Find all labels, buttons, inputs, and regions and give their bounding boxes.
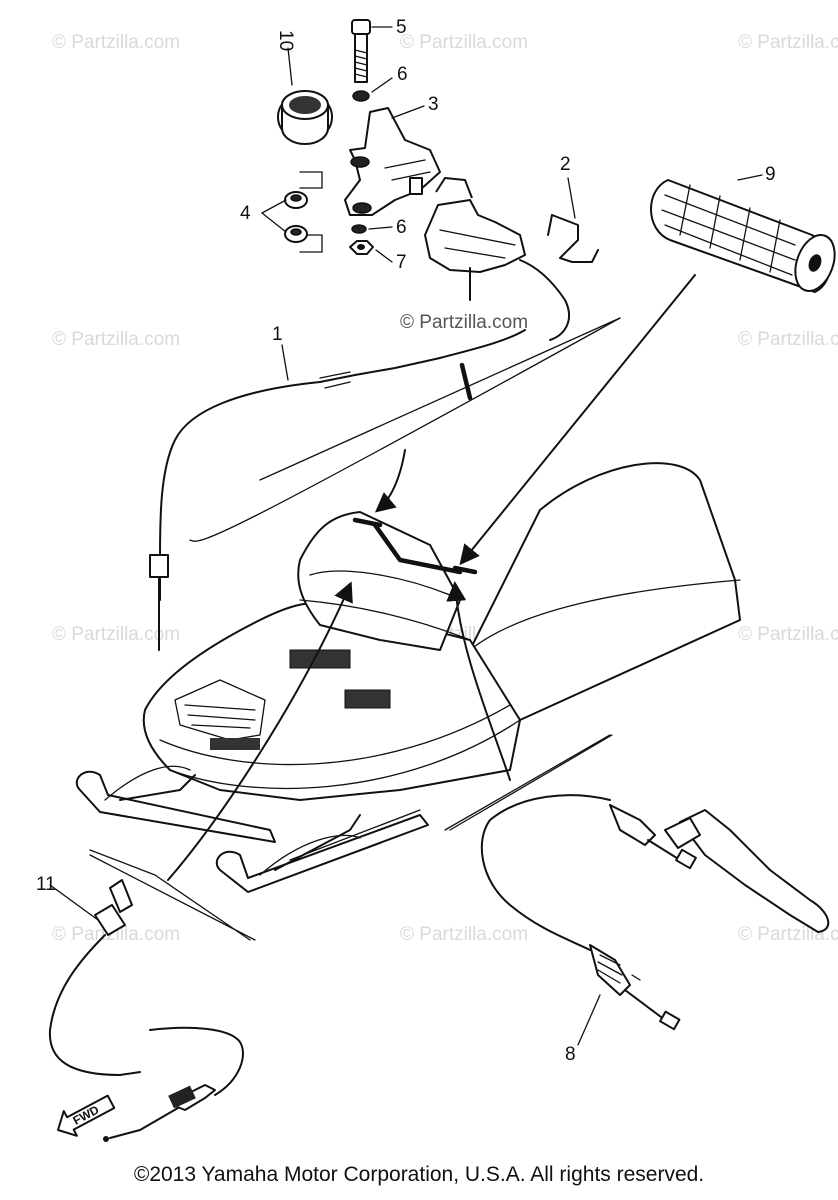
watermark: © Partzilla.com	[52, 624, 180, 645]
washer-part-6-top	[352, 77, 393, 102]
sleeve-part-10	[277, 47, 333, 145]
copyright-text: ©2013 Yamaha Motor Corporation, U.S.A. A…	[133, 1163, 705, 1186]
divider-lines	[89, 734, 613, 941]
callout-6-lower: 6	[396, 217, 407, 238]
watermark: © Partzilla.com	[738, 32, 838, 53]
throttle-housing	[409, 177, 570, 341]
watermark: © Partzilla.com	[400, 32, 528, 53]
leader-arrows	[167, 274, 696, 881]
watermark: © Partzilla.com	[400, 312, 528, 333]
callout-10: 10	[275, 30, 296, 51]
watermark: © Partzilla.com	[52, 32, 180, 53]
callout-6-top: 6	[397, 64, 408, 85]
snowmobile-body	[142, 462, 741, 801]
watermark: © Partzilla.com	[400, 924, 528, 945]
watermark: © Partzilla.com	[52, 329, 180, 350]
grommet-part-4	[261, 171, 323, 253]
callout-1: 1	[272, 324, 283, 345]
callout-7: 7	[396, 252, 407, 273]
cable-part-1	[149, 317, 621, 651]
callout-5: 5	[396, 17, 407, 38]
grip-part-9	[650, 174, 836, 293]
callout-3: 3	[428, 94, 439, 115]
callout-4: 4	[240, 203, 251, 224]
bracket-part-3	[344, 105, 441, 216]
switch-cable-part-11	[48, 854, 256, 1142]
brake-cable-part-8	[444, 734, 830, 1046]
callout-11: 11	[36, 874, 56, 895]
callout-9: 9	[765, 164, 776, 185]
ski-right	[215, 809, 429, 893]
bolt-part-5	[351, 19, 393, 83]
clip-part-2	[547, 177, 599, 263]
washer-part-6-lower	[351, 224, 393, 234]
nut-part-7	[349, 240, 393, 263]
fwd-arrow: FWD	[57, 1094, 116, 1137]
watermark: © Partzilla.com	[738, 329, 838, 350]
ski-left	[75, 765, 276, 843]
callout-2: 2	[560, 154, 571, 175]
callout-8: 8	[565, 1044, 576, 1065]
watermark: © Partzilla.com	[52, 924, 180, 945]
watermark: © Partzilla.com	[738, 624, 838, 645]
